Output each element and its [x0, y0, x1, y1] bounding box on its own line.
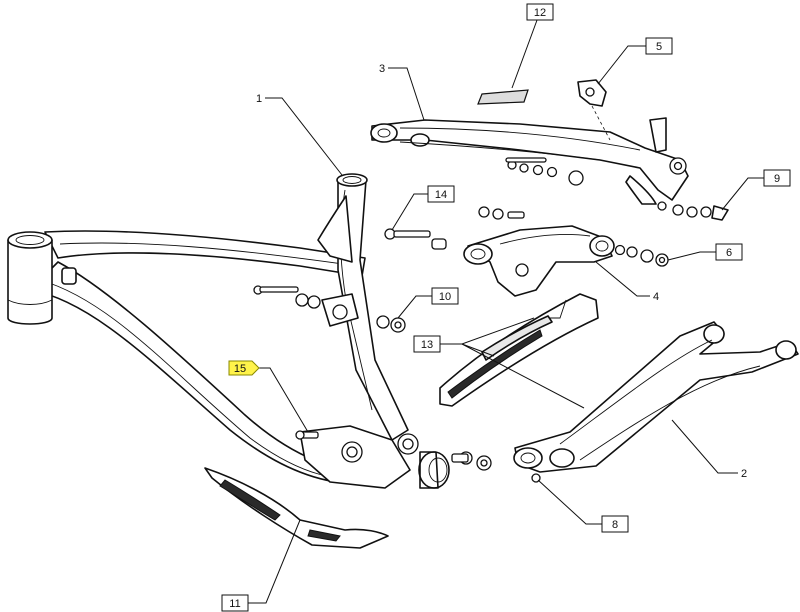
callout-13: 13 — [413, 335, 441, 353]
callout-8: 8 — [601, 515, 629, 533]
callout-11: 11 — [221, 594, 249, 612]
callout-10: 10 — [431, 287, 459, 305]
shock-hardware — [253, 285, 406, 333]
callout-6: 6 — [715, 243, 743, 261]
derailleur-hanger — [577, 79, 611, 141]
callout-12: 12 — [526, 3, 554, 21]
skid-plate — [204, 467, 389, 549]
callout-1: 1 — [256, 93, 262, 105]
callout-label-2: 2 — [741, 468, 747, 480]
callout-label-11: 11 — [229, 598, 240, 610]
callout-15: 15 — [228, 360, 260, 376]
callout-label-9: 9 — [774, 173, 780, 185]
frame-decal — [477, 89, 529, 105]
callout-label-15: 15 — [234, 363, 246, 375]
callout-label-13: 13 — [421, 339, 433, 351]
callout-label-10: 10 — [439, 291, 451, 303]
axle-bolt — [657, 201, 729, 221]
callout-label-1: 1 — [256, 93, 262, 105]
callout-2: 2 — [741, 468, 747, 480]
leader-lines — [246, 11, 764, 604]
callout-4: 4 — [653, 291, 659, 303]
seat-stay — [370, 117, 689, 205]
callout-label-5: 5 — [656, 41, 662, 53]
callout-5: 5 — [645, 37, 673, 55]
callout-label-3: 3 — [379, 63, 385, 75]
callout-label-12: 12 — [534, 7, 546, 19]
callout-14: 14 — [427, 185, 455, 203]
pivot-bolt — [384, 228, 447, 250]
rocker-link — [463, 206, 669, 297]
callout-label-8: 8 — [612, 519, 618, 531]
callout-label-4: 4 — [653, 291, 659, 303]
callout-3: 3 — [379, 63, 385, 75]
cable-guide-bolt — [295, 430, 319, 440]
chainstay-protector — [439, 293, 599, 407]
callout-9: 9 — [763, 169, 791, 187]
callout-label-6: 6 — [726, 247, 732, 259]
main-frame — [7, 173, 450, 489]
chainstay — [451, 321, 799, 483]
callout-label-14: 14 — [435, 189, 447, 201]
